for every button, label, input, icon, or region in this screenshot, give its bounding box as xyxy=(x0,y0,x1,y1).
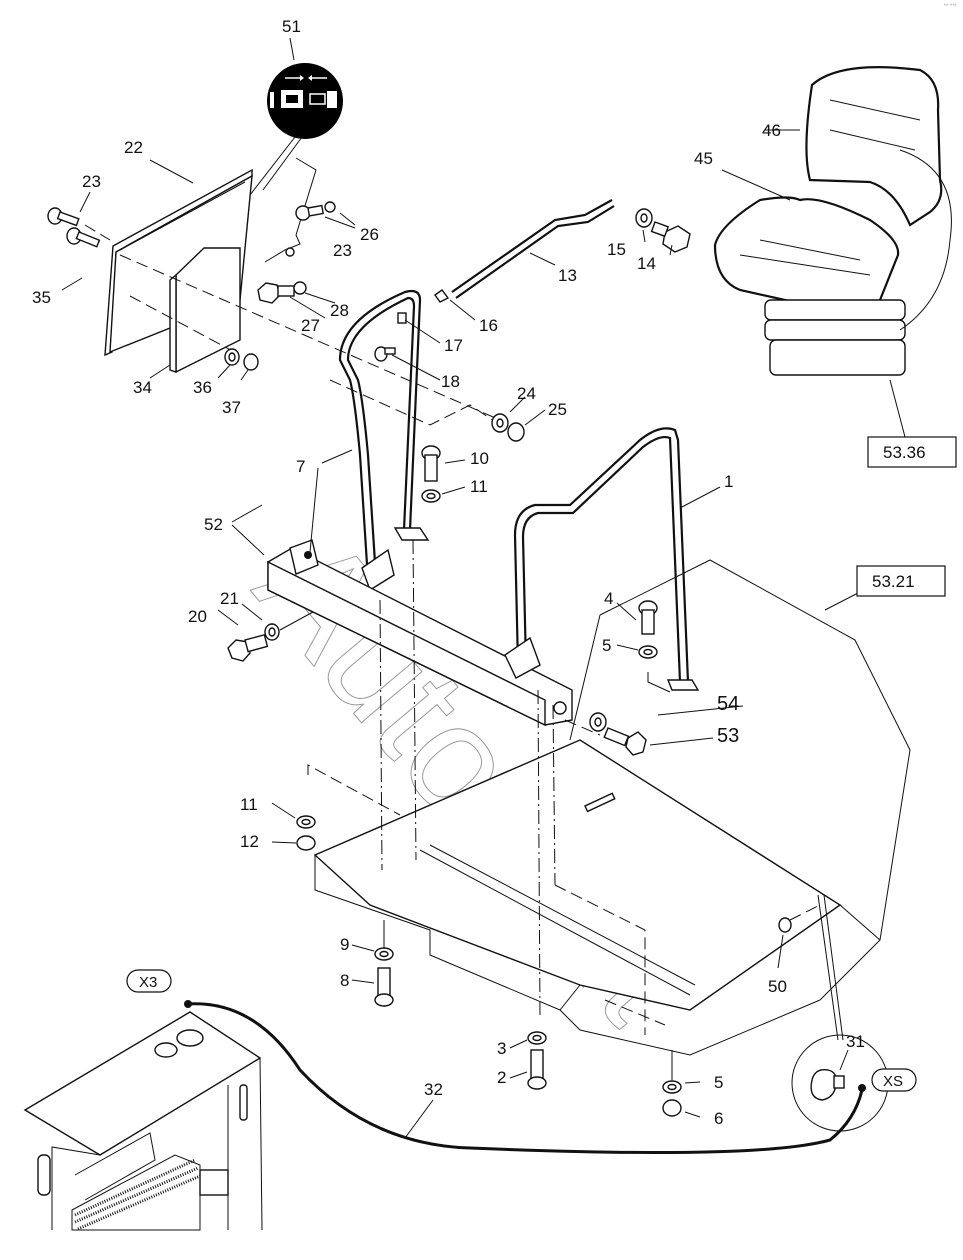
callout-51[interactable]: 51 xyxy=(282,17,301,36)
grab-handle-7 xyxy=(338,289,430,592)
svg-text:X3: X3 xyxy=(139,974,157,991)
bracket xyxy=(264,157,317,263)
callout-4[interactable]: 4 xyxy=(604,589,613,608)
link-rod-13 xyxy=(451,199,615,299)
callout-45[interactable]: 45 xyxy=(694,149,713,168)
callout-17[interactable]: 17 xyxy=(444,336,463,355)
washer-5-upper xyxy=(638,645,658,659)
screw-18 xyxy=(374,346,396,362)
callout-54[interactable]: 54 xyxy=(717,693,739,715)
grab-handle-1 xyxy=(504,427,700,691)
bolt-2 xyxy=(527,1049,547,1090)
connector-xs[interactable]: XS xyxy=(871,1068,917,1092)
bolt-53 xyxy=(603,727,647,756)
callout-53[interactable]: 53 xyxy=(717,725,739,747)
reference-box-53-21[interactable]: 53.21 xyxy=(856,565,946,597)
washer-5-lower xyxy=(662,1080,682,1094)
washer-3 xyxy=(527,1031,547,1045)
callout-10[interactable]: 10 xyxy=(470,449,489,468)
seatbelt-detail-icon xyxy=(267,63,343,139)
terminal-strip xyxy=(71,1154,201,1231)
platform-53-21 xyxy=(313,559,911,1056)
callout-32[interactable]: 32 xyxy=(424,1080,443,1099)
nut-12 xyxy=(296,835,316,851)
callout-labels: 51 22 23 35 34 36 37 26 23 28 27 13 15 1… xyxy=(32,17,865,1128)
nut-37 xyxy=(243,353,259,371)
reference-box-53-36[interactable]: 53.36 xyxy=(867,436,957,468)
svg-text:53.36: 53.36 xyxy=(883,443,926,462)
plug-50 xyxy=(778,904,821,933)
leader-lines xyxy=(61,37,906,1139)
callout-23[interactable]: 23 xyxy=(82,172,101,191)
bolt-23-right xyxy=(295,201,336,221)
callout-6[interactable]: 6 xyxy=(714,1109,723,1128)
cushion-plate-34 xyxy=(169,247,241,374)
washer-36 xyxy=(224,348,240,366)
bolt-17 xyxy=(397,312,407,324)
callout-22[interactable]: 22 xyxy=(124,138,143,157)
callout-1[interactable]: 1 xyxy=(724,472,733,491)
bolt-4 xyxy=(638,600,658,635)
callout-31[interactable]: 31 xyxy=(846,1032,865,1051)
callout-8[interactable]: 8 xyxy=(340,971,349,990)
callout-7[interactable]: 7 xyxy=(296,457,305,476)
washer-24 xyxy=(491,413,509,433)
callout-14[interactable]: 14 xyxy=(637,254,656,273)
corner-mark: ** *** xyxy=(943,4,957,10)
connector-x3[interactable]: X3 xyxy=(126,969,172,993)
seat-assembly xyxy=(713,66,952,376)
callout-26[interactable]: 26 xyxy=(360,225,379,244)
bolt-8 xyxy=(374,967,394,1007)
washer-11-lower xyxy=(296,815,316,829)
callout-27[interactable]: 27 xyxy=(301,316,320,335)
callout-20[interactable]: 20 xyxy=(188,607,207,626)
washer-54 xyxy=(589,712,607,732)
cable-32 xyxy=(184,1000,866,1154)
callout-12[interactable]: 12 xyxy=(240,832,259,851)
callout-24[interactable]: 24 xyxy=(517,384,536,403)
callout-5-lower[interactable]: 5 xyxy=(714,1073,723,1092)
nut-6 xyxy=(662,1099,682,1117)
callout-34[interactable]: 34 xyxy=(133,378,152,397)
bolt-23-left xyxy=(47,207,80,227)
callout-5-upper[interactable]: 5 xyxy=(602,636,611,655)
bolt-35 xyxy=(66,227,101,248)
bolt-10 xyxy=(421,445,441,482)
callout-25[interactable]: 25 xyxy=(548,400,567,419)
callout-2[interactable]: 2 xyxy=(497,1068,506,1087)
callout-35[interactable]: 35 xyxy=(32,288,51,307)
svg-text:XS: XS xyxy=(883,1073,903,1090)
callout-11-lower[interactable]: 11 xyxy=(240,795,258,814)
callout-37[interactable]: 37 xyxy=(222,398,241,417)
callout-13[interactable]: 13 xyxy=(558,266,577,285)
callout-52[interactable]: 52 xyxy=(204,515,223,534)
svg-text:53.21: 53.21 xyxy=(872,572,915,591)
nut-25 xyxy=(507,422,525,442)
callout-3[interactable]: 3 xyxy=(497,1039,506,1058)
callout-28[interactable]: 28 xyxy=(330,301,349,320)
washer-15 xyxy=(635,208,653,228)
bolt-27 xyxy=(257,281,307,304)
washer-9 xyxy=(374,947,394,961)
callout-16[interactable]: 16 xyxy=(479,316,498,335)
callout-18[interactable]: 18 xyxy=(441,372,460,391)
callout-46[interactable]: 46 xyxy=(762,121,781,140)
bolt-20 xyxy=(227,633,269,662)
callout-50[interactable]: 50 xyxy=(768,977,787,996)
detail-circle-31 xyxy=(791,1034,889,1132)
clip-16 xyxy=(434,289,450,303)
washer-11-upper xyxy=(421,489,441,503)
callout-23-right[interactable]: 23 xyxy=(333,241,352,260)
washer-21 xyxy=(264,623,280,641)
bolt-14 xyxy=(650,221,691,253)
callout-21[interactable]: 21 xyxy=(220,589,239,608)
electrical-cabinet xyxy=(23,1011,263,1231)
callout-9[interactable]: 9 xyxy=(340,935,349,954)
callout-36[interactable]: 36 xyxy=(193,378,212,397)
callout-15[interactable]: 15 xyxy=(607,240,626,259)
callout-11-upper[interactable]: 11 xyxy=(470,477,488,496)
cross-beam-52 xyxy=(267,539,573,727)
